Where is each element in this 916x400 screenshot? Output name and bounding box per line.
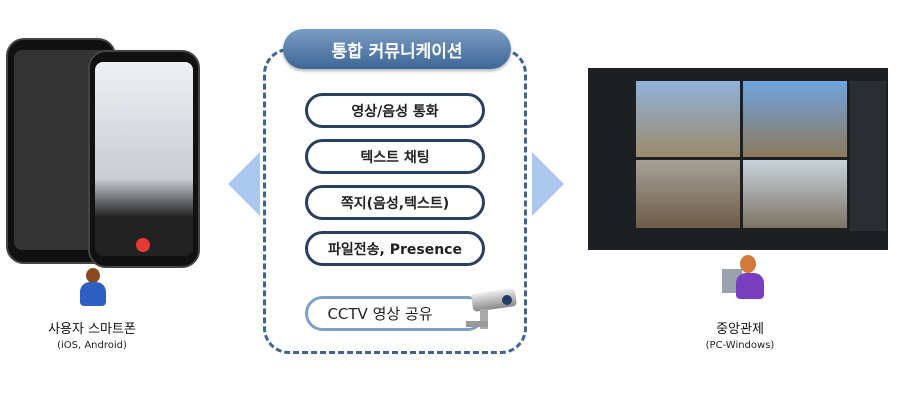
cctv-feed-4 — [743, 160, 847, 228]
video-call-screen — [95, 62, 193, 256]
control-center-monitor — [588, 68, 888, 250]
feature-message: 쪽지(음성,텍스트) — [305, 185, 485, 220]
smartphone-front — [88, 50, 200, 268]
cctv-feed-2 — [743, 81, 847, 157]
left-arrow-icon — [228, 152, 260, 216]
feature-file-transfer: 파일전송, Presence — [305, 231, 485, 266]
cctv-feed-1 — [636, 81, 740, 157]
control-center-label: 중앙관제 — [716, 322, 764, 337]
cctv-feed-3 — [636, 160, 740, 228]
cctv-camera-icon — [462, 287, 518, 333]
smartphone-os-label: (iOS, Android) — [57, 340, 127, 351]
smartphone-label: 사용자 스마트폰 — [48, 322, 136, 337]
section-title: 통합 커뮤니케이션 — [283, 29, 511, 69]
right-arrow-icon — [532, 152, 564, 216]
control-center-os-label: (PC-Windows) — [705, 340, 775, 351]
operator-person-icon — [722, 255, 766, 305]
feature-cctv-share: CCTV 영상 공유 — [305, 296, 485, 331]
user-person-icon — [78, 268, 108, 308]
feature-video-voice-call: 영상/음성 통화 — [305, 93, 485, 128]
side-panel — [850, 81, 886, 231]
end-call-icon — [136, 238, 150, 252]
feature-text-chat: 텍스트 채팅 — [305, 139, 485, 174]
